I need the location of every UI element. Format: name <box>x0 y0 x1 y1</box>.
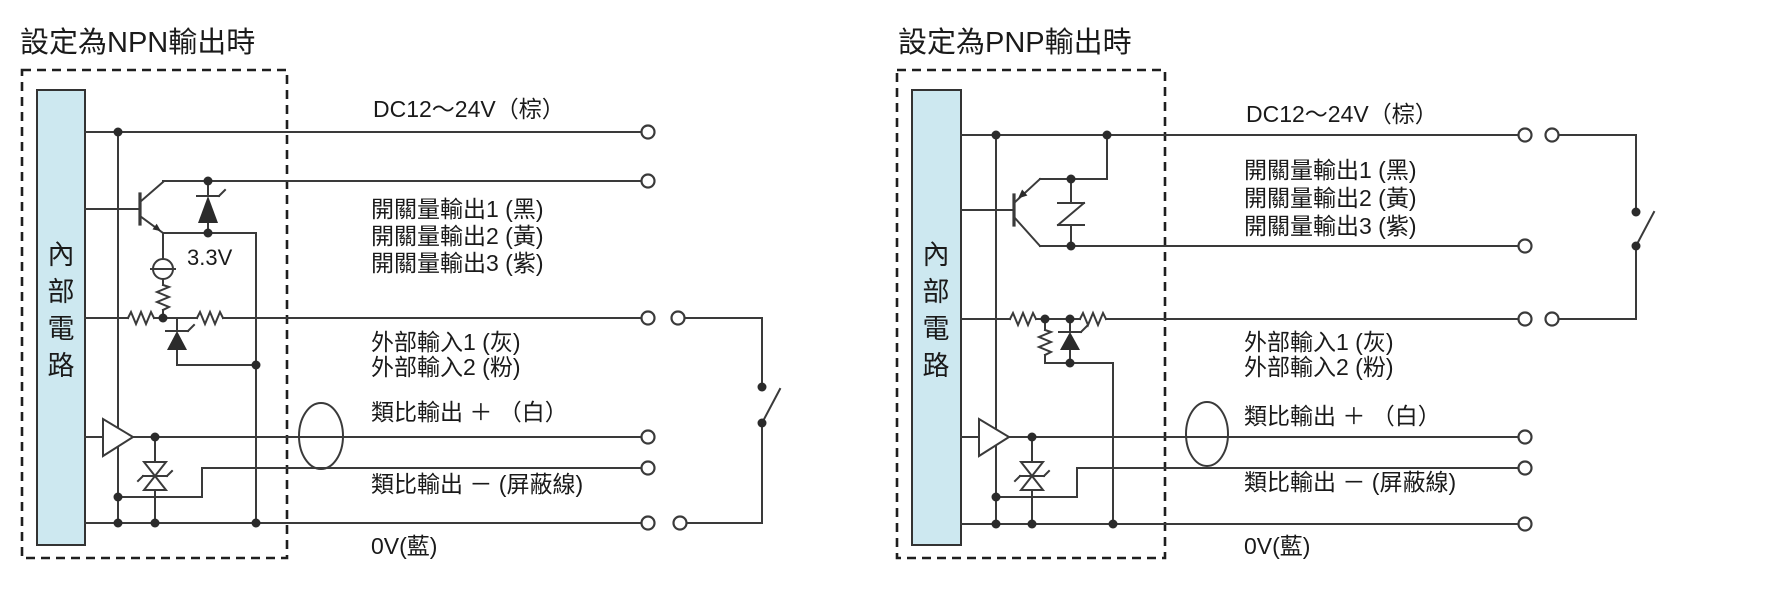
wire-label: 外部輸入1 (灰) <box>371 329 521 355</box>
svg-text:路: 路 <box>923 351 950 381</box>
npn-shield-ellipse <box>298 402 344 470</box>
opamp-symbol <box>978 417 1011 458</box>
terminal-circle <box>1544 311 1560 327</box>
emitter-arrow <box>152 223 161 232</box>
npn-outer-dashed-box <box>20 68 289 560</box>
npn-current-source-chain <box>150 232 176 319</box>
terminal-circle <box>640 460 656 476</box>
terminal-circle <box>640 124 656 140</box>
wire-label: 開關量輸出3 (紫) <box>371 250 544 276</box>
terminal-circle <box>640 173 656 189</box>
wire-label: 0V(藍) <box>371 533 437 559</box>
pnp-tvs-diode-symbol <box>1013 436 1051 525</box>
pnp-internal-circuit-box <box>911 89 962 546</box>
terminal-circle <box>1517 127 1533 143</box>
terminal-circle <box>670 310 686 326</box>
pnp-transistor-symbol <box>1012 134 1108 248</box>
wire-label: 外部輸入1 (灰) <box>1244 329 1394 355</box>
svg-text:電: 電 <box>48 314 75 344</box>
wire-label: 類比輸出 － (屏蔽線) <box>371 471 583 497</box>
resistor-symbol <box>1078 310 1108 328</box>
terminal-circle <box>1544 127 1560 143</box>
pnp-analog-minus-wire <box>995 467 1519 498</box>
wire-label: DC12〜24V（棕） <box>1246 101 1438 127</box>
pnp-shield-ellipse <box>1185 401 1229 467</box>
resistor-symbol <box>154 283 172 312</box>
npn-terminals <box>640 124 688 531</box>
npn-title: 設定為NPN輸出時 <box>20 26 255 59</box>
resistor-symbol <box>1036 328 1054 357</box>
resistor-symbol <box>126 309 156 327</box>
npn-voltage-label: 3.3V <box>187 245 233 270</box>
pnp-outer-dashed-box <box>895 68 1167 560</box>
switch-lever <box>760 387 782 425</box>
npn-analog-minus-wire <box>117 467 642 498</box>
opamp-symbol <box>102 417 135 458</box>
terminal-circle <box>640 429 656 445</box>
pnp-wires <box>960 134 1519 525</box>
wire-label: 開關量輸出1 (黑) <box>1244 157 1417 183</box>
switch-lever <box>1634 210 1656 248</box>
resistor-symbol <box>195 309 225 327</box>
resistor-symbol <box>1008 310 1038 328</box>
svg-text:電: 電 <box>923 314 950 344</box>
wire-label: 開關量輸出2 (黃) <box>1244 185 1417 211</box>
svg-text:部: 部 <box>923 277 950 307</box>
terminal-circle <box>1517 429 1533 445</box>
terminal-circle <box>640 515 656 531</box>
terminal-circle <box>1517 238 1533 254</box>
npn-transistor-symbol <box>138 180 257 524</box>
terminal-circle <box>672 515 688 531</box>
wire-label: 類比輸出 ＋ （白） <box>371 399 568 425</box>
pnp-input-zener-symbol <box>1058 318 1089 364</box>
npn-wires <box>84 131 642 524</box>
terminal-circle <box>1517 311 1533 327</box>
pnp-title: 設定為PNP輸出時 <box>898 26 1132 59</box>
wire-label: 外部輸入2 (粉) <box>1244 354 1394 380</box>
svg-text:內: 內 <box>923 240 950 270</box>
npn-wire-labels: DC12〜24V（棕） 開關量輸出1 (黑) 開關量輸出2 (黃) 開關量輸出3… <box>371 96 583 559</box>
pnp-junction-dots <box>991 130 1118 529</box>
svg-text:內: 內 <box>48 240 75 270</box>
npn-input-zener-symbol <box>165 317 257 366</box>
wire-label: 開關量輸出2 (黃) <box>371 223 544 249</box>
terminal-circle <box>1517 460 1533 476</box>
pnp-wire-labels: DC12〜24V（棕） 開關量輸出1 (黑) 開關量輸出2 (黃) 開關量輸出3… <box>1244 101 1456 559</box>
emitter-arrow <box>1018 189 1028 199</box>
npn-internal-circuit-label: 內 部 電 路 <box>48 240 75 381</box>
wire-label: 類比輸出 ＋ （白） <box>1244 403 1441 429</box>
wire-label: 類比輸出 － (屏蔽線) <box>1244 469 1456 495</box>
npn-tvs-diode-symbol <box>136 436 174 524</box>
npn-external-switch <box>683 317 782 524</box>
npn-junction-dots <box>113 127 261 528</box>
wire-label: 0V(藍) <box>1244 533 1310 559</box>
wire-label: 外部輸入2 (粉) <box>371 354 521 380</box>
wire-label: DC12〜24V（棕） <box>373 96 565 122</box>
wire-label: 開關量輸出3 (紫) <box>1244 213 1417 239</box>
terminal-circle <box>640 310 656 326</box>
svg-text:路: 路 <box>48 351 75 381</box>
pnp-diagram: 設定為PNP輸出時 內 部 電 路 <box>895 26 1656 560</box>
wire-label: 開關量輸出1 (黑) <box>371 196 544 222</box>
pnp-external-switch <box>1558 134 1656 320</box>
svg-text:部: 部 <box>48 277 75 307</box>
npn-diagram: 設定為NPN輸出時 內 部 電 路 <box>20 26 782 560</box>
terminal-circle <box>1517 516 1533 532</box>
npn-zener-diode-symbol <box>196 180 227 234</box>
pnp-zener-diode-symbol <box>1056 178 1086 247</box>
pnp-terminals <box>1517 127 1560 532</box>
npn-internal-circuit-box <box>36 89 86 546</box>
pnp-internal-circuit-label: 內 部 電 路 <box>923 240 950 381</box>
